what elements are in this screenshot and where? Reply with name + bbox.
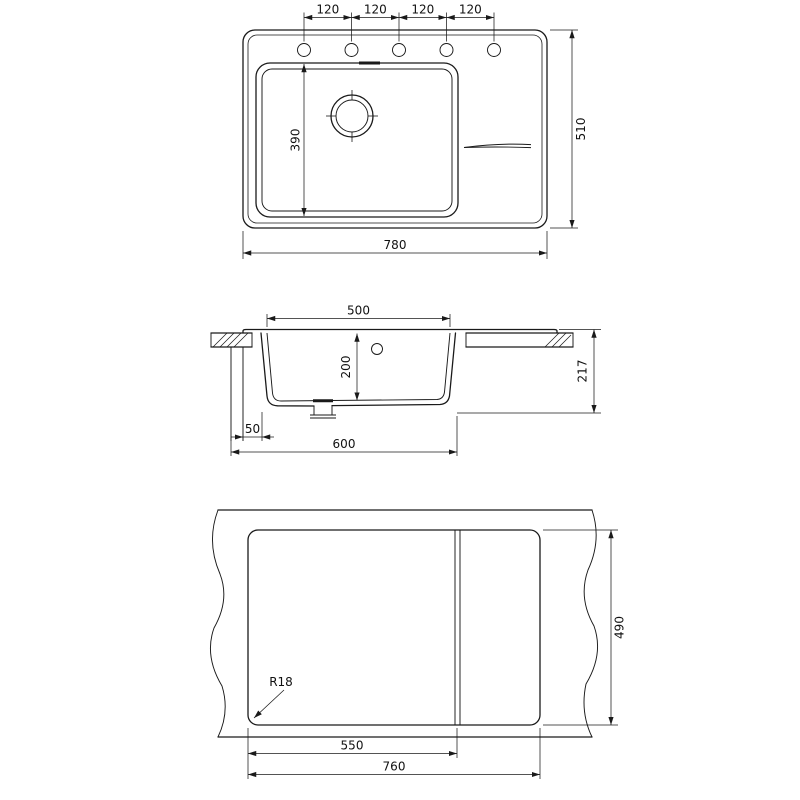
dim-label-cabinet-width: 600 [333,437,356,451]
dimension-bowl-length: 390 [289,64,307,216]
dimension-cutout-width-overall: 760 [248,728,541,779]
dimension-cabinet-width: 600 [230,416,458,456]
dimension-hole-spacing: 120 120 120 120 [303,3,495,42]
cabinet-lines [230,347,244,441]
dim-label-hole-spacing-2: 120 [364,3,387,17]
dim-label-cutout-depth: 490 [613,616,627,639]
drain-trap [310,405,336,419]
faucet-holes [297,43,501,57]
dim-label-bowl-depth: 200 [339,356,353,379]
drainboard-groove [463,143,532,149]
countertop-panel [209,509,599,738]
dim-label-overall-depth: 510 [574,118,588,141]
overflow-hole-section [371,343,383,355]
dimension-overall-depth: 510 [550,29,588,229]
countertop-left [210,332,253,348]
bowl-outline [255,61,459,218]
countertop-right [465,332,574,348]
cutout-view: R18 550 760 490 [209,509,627,779]
dim-label-hole-spacing-3: 120 [411,3,434,17]
dim-label-cutout-width-partial: 550 [341,739,364,753]
dim-label-hole-spacing-1: 120 [316,3,339,17]
section-view: 500 200 217 50 600 [210,304,601,456]
dim-label-front-offset: 50 [245,422,260,436]
dimension-overall-height: 217 [457,329,601,414]
dim-label-cutout-width-overall: 760 [383,760,406,774]
dim-label-bowl-top-width: 500 [347,304,370,318]
cutout-outline [247,529,541,726]
top-view: 120 120 120 120 390 510 780 [242,3,588,259]
dimension-corner-radius: R18 [253,675,293,719]
dimension-overall-width: 780 [242,231,548,259]
dim-label-corner-radius: R18 [269,675,293,689]
dim-label-overall-width: 780 [384,238,407,252]
dimension-front-offset: 50 [231,412,274,441]
sink-outline [242,29,548,229]
dimension-cutout-width-partial: 550 [247,728,458,779]
drain-circle [326,90,378,142]
dimension-bowl-top-width: 500 [266,304,451,327]
dimension-bowl-depth: 200 [339,333,360,401]
sink-rim [242,328,558,334]
dim-label-bowl-length: 390 [289,129,303,152]
break-line-right [583,509,599,738]
break-line-left [209,509,226,738]
dimension-cutout-depth: 490 [543,529,627,726]
sink-section [242,328,558,419]
dim-label-overall-height: 217 [576,360,590,383]
dim-label-hole-spacing-4: 120 [459,3,482,17]
